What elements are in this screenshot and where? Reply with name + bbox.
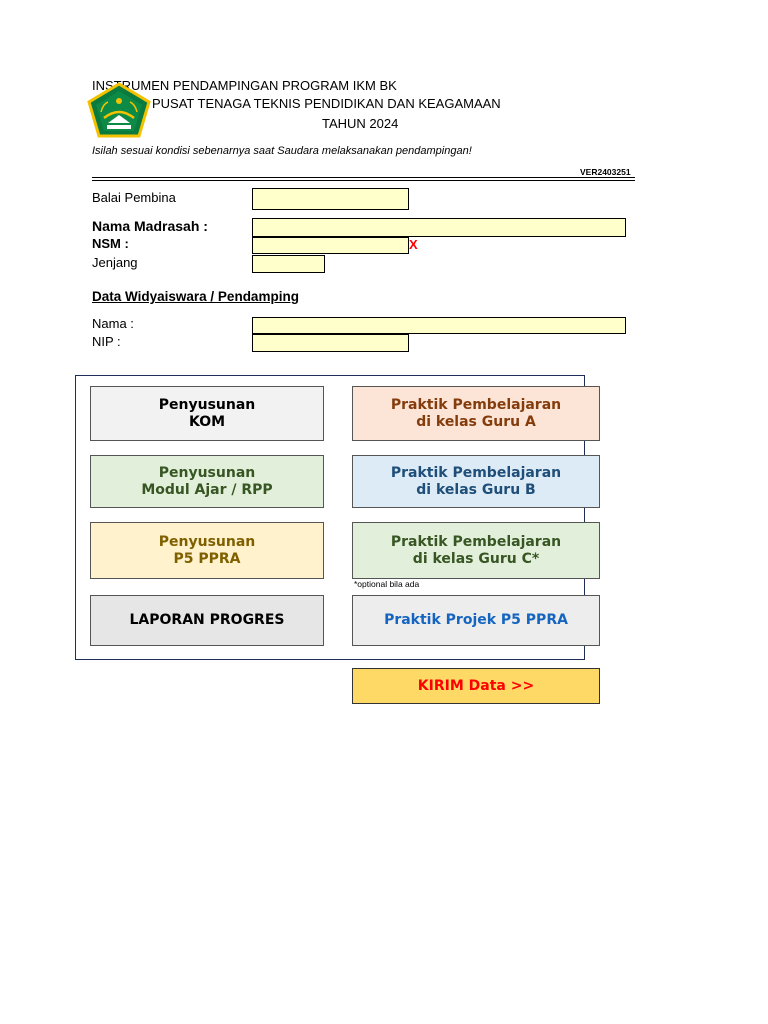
praktik-guru-a-button[interactable]: Praktik Pembelajaran di kelas Guru A [352, 386, 600, 441]
nama-pendamping-label: Nama : [92, 316, 134, 331]
header-title-line1: INSTRUMEN PENDAMPINGAN PROGRAM IKM BK [92, 78, 397, 93]
laporan-progres-button[interactable]: LAPORAN PROGRES [90, 595, 324, 646]
balai-pembina-label: Balai Pembina [92, 190, 176, 205]
jenjang-field[interactable] [252, 255, 325, 273]
nama-pendamping-field[interactable] [252, 317, 626, 334]
kemenag-emblem-icon [86, 82, 152, 138]
nama-madrasah-label: Nama Madrasah : [92, 218, 208, 234]
divider-top [92, 177, 635, 178]
praktik-guru-c-button[interactable]: Praktik Pembelajaran di kelas Guru C* [352, 522, 600, 579]
divider-bottom [92, 180, 635, 181]
instruction-text: Isilah sesuai kondisi sebenarnya saat Sa… [92, 145, 472, 157]
section-title-widyaiswara: Data Widyaiswara / Pendamping [92, 289, 299, 304]
penyusunan-modul-ajar-button[interactable]: Penyusunan Modul Ajar / RPP [90, 455, 324, 508]
header-title-line3: TAHUN 2024 [322, 116, 399, 131]
praktik-projek-p5-button[interactable]: Praktik Projek P5 PPRA [352, 595, 600, 646]
penyusunan-kom-button[interactable]: Penyusunan KOM [90, 386, 324, 441]
praktik-guru-b-button[interactable]: Praktik Pembelajaran di kelas Guru B [352, 455, 600, 508]
jenjang-label: Jenjang [92, 255, 138, 270]
menu-panel [75, 375, 585, 660]
nama-madrasah-field[interactable] [252, 218, 626, 237]
kirim-data-button[interactable]: KIRIM Data >> [352, 668, 600, 704]
nsm-field[interactable] [252, 237, 409, 254]
nsm-error-mark: X [409, 237, 418, 252]
header-title-line2: PUSAT TENAGA TEKNIS PENDIDIKAN DAN KEAGA… [152, 96, 501, 111]
nip-label: NIP : [92, 334, 121, 349]
penyusunan-p5-ppra-button[interactable]: Penyusunan P5 PPRA [90, 522, 324, 579]
nsm-label: NSM : [92, 236, 129, 251]
balai-pembina-field[interactable] [252, 188, 409, 210]
optional-note: *optional bila ada [354, 579, 420, 589]
version-label: VER2403251 [580, 167, 631, 177]
nip-field[interactable] [252, 334, 409, 352]
